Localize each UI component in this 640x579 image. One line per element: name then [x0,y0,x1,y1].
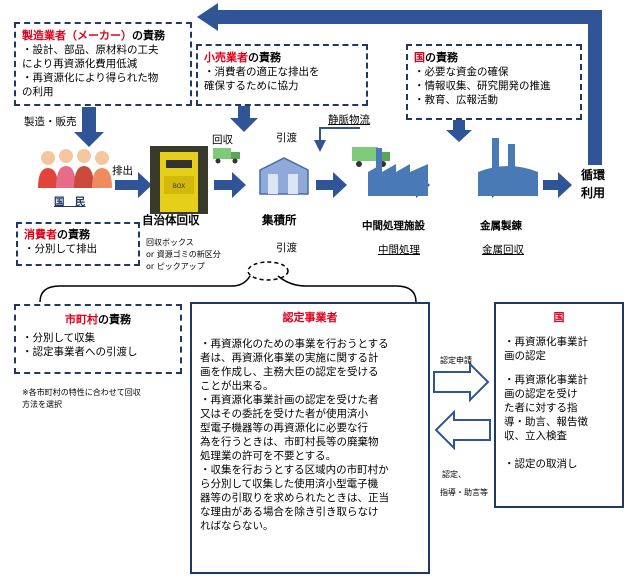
label-citizens: 国 民 [54,196,86,208]
discharge-arrow [115,172,152,198]
label-metal-smelting: 金属製錬 [480,220,522,232]
smelter-icon [478,138,538,196]
factory-icon [368,148,428,196]
certified-para-2-line-3: 型電子機器等の再資源化に必要な行 [200,422,368,434]
label-depot: 集積所 [262,213,297,227]
country-right-title: 国 [553,311,565,324]
country-top-line-3: ・教育、広報活動 [414,94,498,106]
label-cycle: 循環 [581,168,606,182]
method-line-2: or 資源ゴミの新区分 [146,250,221,259]
country-down-arrow [446,118,472,142]
country-top-title: 国の責務 [414,51,458,64]
collect-arrow [214,172,246,198]
certified-para-3-line-5: ればならない。 [200,520,274,532]
country-top-line-1: ・必要な資金の確保 [414,66,509,78]
approve-arrow [434,409,491,451]
certified-para-1: ・再資源化のための事業を行おうとする 者は、再資源化事業の実施に関する計 画を作… [200,337,420,393]
country-right-para-1-line-1: ・再資源化事業計 [504,336,588,348]
certified-title: 認定事業者 [282,311,338,324]
country-right-para-2-line-1: ・再資源化事業計 [504,374,588,386]
certified-para-2-line-1: ・再資源化事業計画の認定を受けた者 [200,394,379,406]
label-municipal-collection: 自治体回収 [142,213,200,227]
certified-para-1-line-3: 画を作成し、主務大臣の認定を受ける [200,366,379,378]
municipality-note-2: 方法を選択 [22,400,62,409]
maker-line-2: により再資源化費用低減 [22,58,138,70]
maker-line-1: ・設計、部品、原材料の工夫 [22,44,159,56]
bracket-line [39,275,417,303]
municipality-duty-box: 市町村の責務 ・分別して収集 ・認定事業者への引渡し [14,304,182,374]
certified-para-2-line-4: 為を行うときは、市町村長等の廃棄物 [200,436,379,448]
maker-title: 製造業者（メーカー）の責務 [22,29,165,42]
certified-para-1-line-1: ・再資源化のための事業を行おうとする [200,338,389,350]
method-line-1: 回収ボックス [146,238,194,247]
logistics-line [319,127,360,140]
depot-arrow [316,172,347,198]
label-guidance: 指導・助言等 [440,488,488,497]
certified-para-1-line-2: 者は、再資源化事業の実施に関する計 [200,352,379,364]
retailer-down-arrow [230,105,258,132]
certified-para-3-line-3: 器等の引取りを求められたときは、正当 [200,492,389,504]
certified-para-2-line-2: 又はその委託を受けた者が使用済小 [200,408,368,420]
municipality-note-1: ※各市町村の特性に合わせて回収 [22,388,141,397]
svg-text:BOX: BOX [173,183,185,190]
country-right-para-2-line-3: た者に対する指 [504,402,578,414]
certified-para-3-line-4: な理由がある場合を除き引き取らなけ [200,506,379,518]
method-line-3: or ピックアップ [146,262,205,271]
country-right-para-2-line-5: 収、立入検査 [504,430,567,442]
label-handover-top: 引渡 [276,132,297,144]
retailer-duty-box: 小売業者の責務 ・消費者の適正な排出を 確保するために協力 [196,44,368,106]
label-reverse-logistics: 静脈物流 [328,114,370,126]
certified-operator-box: 認定事業者 ・再資源化のための事業を行おうとする 者は、再資源化事業の実施に関す… [190,302,430,574]
retailer-line-1: ・消費者の適正な排出を [204,66,320,78]
label-certification: 認定、 [442,470,466,479]
label-metal-recovery: 金属回収 [482,244,524,256]
maker-line-4: の利用 [22,86,54,98]
label-handover-bottom: 引渡 [276,242,297,254]
citizens-icon [38,149,112,188]
consumer-line-1: ・分別して排出 [24,243,98,255]
maker-duty-box: 製造業者（メーカー）の責務 ・設計、部品、原材料の工夫 により再資源化費用低減 … [14,22,192,106]
certified-para-2: ・再資源化事業計画の認定を受けた者 又はその委託を受けた者が使用済小 型電子機器… [200,393,420,463]
certified-para-1-line-4: ことが出来る。 [200,380,274,392]
municipality-title: 市町村の責務 [65,313,131,326]
depot-icon [259,157,309,195]
certified-para-2-line-5: 処理業の許可を不要とする。 [200,450,337,462]
label-collect: 回収 [212,134,233,146]
label-intermediate-processing: 中間処理 [378,244,420,256]
country-right-box: 国 ・再資源化事業計 画の認定 ・再資源化事業計 画の認定を受け た者に対する指… [494,302,624,508]
country-right-para-2-line-2: 画の認定を受け [504,388,578,400]
country-top-line-2: ・情報収集、研究開発の推進 [414,80,551,92]
country-right-para-2: ・再資源化事業計 画の認定を受け た者に対する指 導・助言、報告徴 収、立入検査 [504,373,614,443]
cycle-arrow [543,172,572,198]
label-intermediate-facility: 中間処理施設 [362,220,425,232]
label-discharge: 排出 [112,165,133,177]
retailer-line-2: 確保するために協力 [204,80,299,92]
label-apply-certification: 認定申請 [440,356,472,365]
retailer-title: 小売業者の責務 [204,51,281,64]
maker-line-3: ・再資源化により得られた物 [22,72,159,84]
collection-box-photo: BOX [150,146,208,214]
certified-para-3: ・収集を行おうとする区域内の市町村か ら分別して収集した使用済小型電子機 器等の… [200,463,420,533]
country-right-para-1: ・再資源化事業計 画の認定 [504,335,614,363]
country-duty-box: 国の責務 ・必要な資金の確保 ・情報収集、研究開発の推進 ・教育、広報活動 [406,44,582,120]
certified-para-3-line-2: ら分別して収集した使用済小型電子機 [200,478,379,490]
dashed-ellipse [247,261,289,281]
country-right-para-3: ・認定の取消し [504,457,614,471]
truck-icon-2 [352,147,390,167]
label-manufacture-sales: 製造・販売 [24,116,77,128]
consumer-duty-box: 消費者の責務 ・分別して排出 [16,222,140,266]
apply-arrow [433,361,490,403]
municipality-line-2: ・認定事業者への引渡し [22,346,138,358]
consumer-title: 消費者の責務 [24,228,90,241]
return-arrow [197,3,602,165]
certified-para-3-line-1: ・収集を行おうとする区域内の市町村か [200,464,389,476]
label-use: 利用 [581,186,606,200]
truck-icon-1 [213,148,240,164]
maker-down-arrow [74,107,104,147]
country-right-para-3-line-1: ・認定の取消し [504,458,578,470]
municipality-line-1: ・分別して収集 [22,332,96,344]
country-right-para-1-line-2: 画の認定 [504,350,546,362]
country-right-para-2-line-4: 導・助言、報告徴 [504,416,588,428]
